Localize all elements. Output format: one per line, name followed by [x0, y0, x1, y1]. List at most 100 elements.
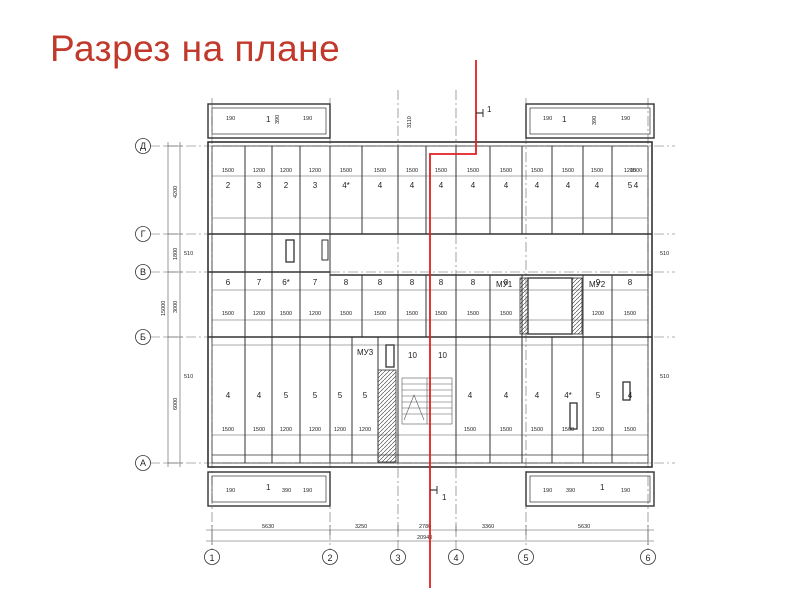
panel-width-label: 1500 [222, 168, 234, 174]
panel-mark-label: 7 [313, 278, 318, 287]
axis-marker-v: В [140, 267, 146, 277]
panel-width-label: 1500 [624, 427, 636, 433]
balcony-tr-mark: 1 [562, 115, 567, 124]
panel-mark-label: 4 [471, 181, 476, 190]
panel-mark-label: 8 [504, 278, 509, 287]
balcony-tr-dim-3: 190 [621, 116, 630, 122]
panel-mark-label: 4 [378, 181, 383, 190]
panel-width-label: 1200 [592, 427, 604, 433]
panel-width-label: 1200 [624, 168, 636, 174]
section-mark-bottom: 1 [442, 493, 447, 502]
panel-mark-label: 4* [342, 181, 350, 190]
panel-width-label: 1500 [562, 427, 574, 433]
panel-mark-label: 4 [595, 181, 600, 190]
axis-marker-a: А [140, 458, 146, 468]
panel-mark-label: 2 [226, 181, 231, 190]
side-mark-4: 510 [660, 374, 669, 380]
panel-width-label: 1200 [280, 168, 292, 174]
panel-mark-label: 4 [504, 391, 509, 400]
panel-mark-label: 8 [344, 278, 349, 287]
balcony-tr-dim-2: 390 [592, 116, 598, 125]
dim-bottom-2: 3250 [355, 524, 367, 530]
label-mu2: МУ2 [589, 280, 606, 289]
panel-mark-label: 5 [628, 181, 633, 190]
balcony-bl-dim-2: 390 [282, 488, 291, 494]
balcony-labels: 190 1 390 190 190 1 390 190 190 1 390 19… [226, 115, 630, 494]
axis-marker-3: 3 [395, 553, 400, 563]
dim-left-2: 1800 [173, 248, 179, 260]
core-elements [285, 239, 631, 463]
dim-top-gap: 3110 [407, 116, 413, 128]
panel-width-label: 1200 [253, 311, 265, 317]
panel-width-label: 1500 [435, 168, 447, 174]
panel-mark-label: 3 [313, 181, 318, 190]
panel-width-label: 1500 [500, 168, 512, 174]
page-title: Разрез на плане [50, 28, 341, 69]
panel-width-label: 1500 [591, 168, 603, 174]
panel-width-label: 1200 [359, 427, 371, 433]
panel-mark-label: 4 [439, 181, 444, 190]
dim-bottom-3: 2780 [419, 524, 431, 530]
panel-width-label: 1500 [340, 311, 352, 317]
panel-width-label: 1200 [309, 427, 321, 433]
balconies [207, 103, 655, 507]
balcony-tl-dim-3: 190 [303, 116, 312, 122]
panel-width-label: 1200 [592, 311, 604, 317]
panel-mark-label: 8 [410, 278, 415, 287]
panel-mark-label: 8 [439, 278, 444, 287]
axis-markers: 1 2 3 4 5 6 Д Г В Б А [135, 138, 656, 565]
dim-bottom-1: 5630 [262, 524, 274, 530]
panel-mark-label: 5 [313, 391, 318, 400]
dim-left-5: 6000 [173, 398, 179, 410]
panel-mark-label: 5 [338, 391, 343, 400]
panel-width-label: 1500 [374, 311, 386, 317]
balcony-tl-mark: 1 [266, 115, 271, 124]
dim-bottom-4: 3360 [482, 524, 494, 530]
panel-width-label: 1500 [222, 311, 234, 317]
panel-width-label: 1500 [406, 168, 418, 174]
panel-mark-label: 4* [564, 391, 572, 400]
panel-width-label: 1500 [500, 427, 512, 433]
balcony-tl-dim-2: 390 [275, 115, 281, 124]
panel-mark-label: 8 [628, 278, 633, 287]
panel-width-label: 1500 [531, 427, 543, 433]
panel-mark-label: 4 [257, 391, 262, 400]
balcony-bl-mark: 1 [266, 483, 271, 492]
section-mark-top: 1 [487, 105, 492, 114]
panel-mark-label: 4 [628, 391, 633, 400]
panel-width-label: 1500 [467, 311, 479, 317]
balcony-bl-dim-3: 190 [303, 488, 312, 494]
panel-mark-label: 2 [284, 181, 289, 190]
panel-width-label: 1500 [340, 168, 352, 174]
left-dimension-chain: 4200 1800 3000 15000 6000 510 510 510 51… [161, 142, 669, 467]
element-labels: МУ1 МУ2 МУ3 10 10 3110 [357, 116, 606, 360]
panel-width-label: 1500 [464, 427, 476, 433]
axis-marker-d: Д [140, 141, 146, 151]
balcony-bl-dim-1: 190 [226, 488, 235, 494]
side-mark-1: 510 [184, 251, 193, 257]
panel-mark-label: 4 [535, 181, 540, 190]
panel-joints [244, 146, 613, 463]
panel-mark-label: 5 [596, 391, 601, 400]
panel-width-label: 1500 [562, 168, 574, 174]
panel-mark-label: 9 [596, 278, 601, 287]
panel-width-label: 1200 [334, 427, 346, 433]
label-mu3: МУ3 [357, 348, 374, 357]
panel-width-label: 1500 [222, 427, 234, 433]
side-mark-2: 510 [660, 251, 669, 257]
dim-left-3: 3000 [173, 301, 179, 313]
panel-width-label: 1500 [435, 311, 447, 317]
axis-marker-b: Б [140, 332, 146, 342]
panel-mark-label: 4 [504, 181, 509, 190]
panel-width-label: 1500 [253, 427, 265, 433]
stair-mark-2: 10 [438, 351, 447, 360]
panel-width-label: 1200 [253, 168, 265, 174]
balcony-tl-dim-1: 190 [226, 116, 235, 122]
panel-mark-label: 4 [535, 391, 540, 400]
panel-mark-label: 4 [226, 391, 231, 400]
panel-mark-label: 6* [282, 278, 290, 287]
panel-mark-label: 6 [226, 278, 231, 287]
panel-width-label: 1200 [280, 427, 292, 433]
balcony-br-dim-3: 190 [621, 488, 630, 494]
